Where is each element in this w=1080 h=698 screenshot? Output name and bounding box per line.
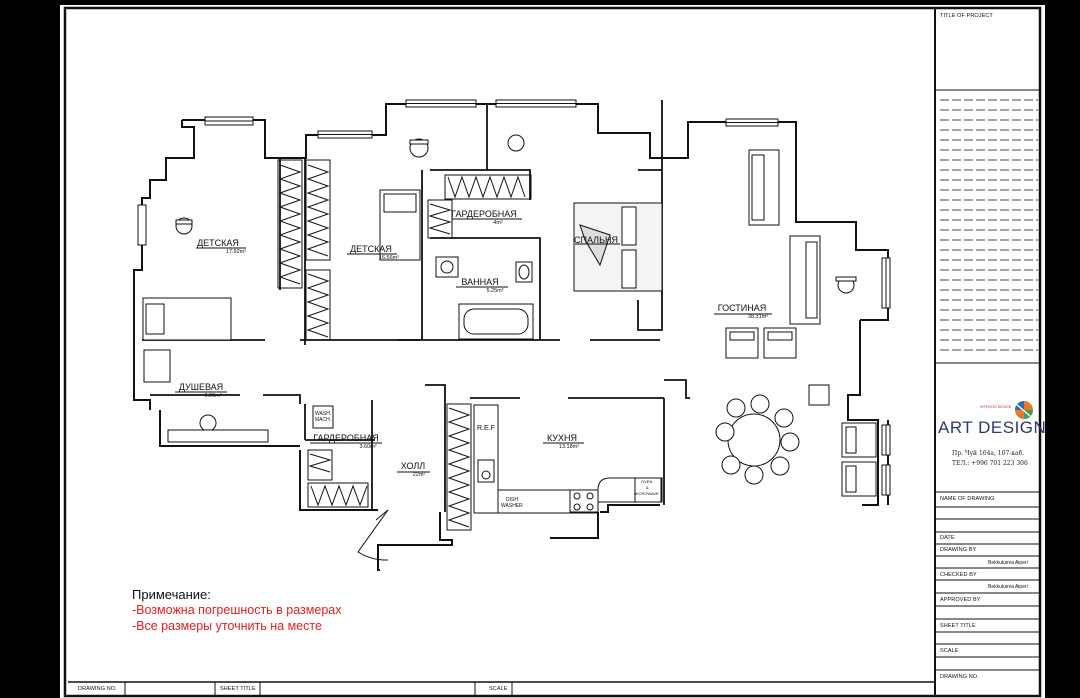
windows [137,99,891,496]
room-area-bathroom: 5.25m² [486,288,504,294]
company-address: Пр. Чуй 164а, 107-каб. [952,450,1025,457]
drawing-no-label: DRAWING NO. [940,674,979,680]
room-label-wardrobe-1: ГАРДЕРОБНАЯ [451,209,517,219]
room-label-shower: ДУШЕВАЯ [178,382,224,392]
scale-label: SCALE [940,648,959,654]
note-line-2: -Все размеры уточнить на месте [132,619,322,633]
drawing-by-label: DRAWING BY [940,547,977,553]
room-area-living: 38.31m² [747,314,769,320]
room-area-kids-1: 17.92m² [225,249,247,255]
checked-by-value: Bekkulueva Aiperi [988,584,1028,590]
name-of-drawing-label: NAME OF DRAWING [940,496,995,502]
oven-label-2: & [646,485,649,490]
title-of-project-label: TITLE OF PROJECT [940,13,993,19]
fridge-label: R.E.F [477,425,495,432]
room-label-hall: ХОЛЛ [400,461,426,471]
room-area-kitchen: 13.18m² [558,444,580,450]
note-line-1: -Возможна погрешность в размерах [132,603,342,617]
company-phone: ТЕЛ.: +996 701 223 306 [952,460,1028,467]
room-label-living: ГОСТИНАЯ [717,303,767,313]
dining-table [715,394,800,485]
room-area-wardrobe-2: 3.60m² [359,444,377,450]
note-heading: Примечание: [132,587,211,602]
washer-label-1: WASH. [315,411,332,417]
dishwasher-label-1: DISH [506,497,518,503]
room-label-underlines [175,218,772,473]
date-label: DATE [940,535,955,541]
oven-label-3: MICROWAVE [634,491,659,496]
room-label-kids-1: ДЕТСКАЯ [197,238,239,248]
revision-lines [940,99,1038,351]
sheet-title-label: SHEET TITLE [940,623,976,629]
wardrobes [277,159,532,531]
room-area-shower: 6.90m² [204,393,222,399]
logo-tagline: INTERIOR DESIGN [980,405,1012,409]
room-label-bathroom: ВАННАЯ [461,277,499,287]
room-label-wardrobe-2: ГАРДЕРОБНАЯ [313,433,379,443]
washer-label-2: MACH. [315,417,332,423]
dishwasher-label-2: WASHER [501,503,523,509]
bottom-scale: SCALE [489,686,508,692]
company-logo-text: ART DESIGN [938,418,1047,437]
sanitary-fixtures [143,134,857,443]
room-area-hall: 22m² [412,472,426,478]
bottom-sheet-title: SHEET TITLE [220,686,256,692]
oven-label-1: OVEN [641,479,653,484]
room-area-wardrobe-1: 4m² [493,220,503,226]
checked-by-label: CHECKED BY [940,572,977,578]
room-area-kids-2: 16.56m² [378,255,400,261]
room-label-kitchen: КУХНЯ [546,433,578,443]
beds [142,189,663,341]
living-room-furniture [725,149,877,497]
bottom-drawing-no: DRAWING NO. [78,686,117,692]
room-label-bedroom: СПАЛЬНЯ [574,235,618,245]
kitchen-counters [312,404,663,514]
logo-mark [1015,401,1033,419]
approved-by-label: APPROVED BY [940,597,981,603]
entry-door [357,509,389,561]
room-label-kids-2: ДЕТСКАЯ [350,244,392,254]
drawing-by-value: Bekkulueva Aiperi [988,560,1028,566]
outer-border [63,6,1042,698]
